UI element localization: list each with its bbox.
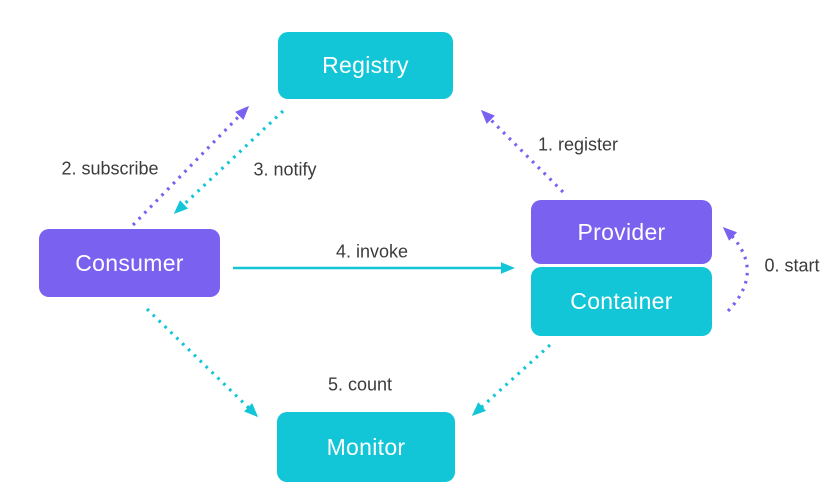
register-arrow xyxy=(480,109,565,194)
edge-label-count: 5. count xyxy=(327,374,393,395)
node-monitor: Monitor xyxy=(277,412,455,482)
node-consumer: Consumer xyxy=(39,229,220,297)
node-provider: Provider xyxy=(531,200,712,264)
node-monitor-label: Monitor xyxy=(326,433,406,460)
edge-label-subscribe: 2. subscribe xyxy=(61,158,159,179)
count-provider-arrow xyxy=(471,343,552,417)
node-consumer-label: Consumer xyxy=(75,249,184,276)
edge-label-start: 0. start xyxy=(764,255,820,276)
node-registry: Registry xyxy=(278,32,453,99)
edge-label-invoke: 4. invoke xyxy=(335,241,409,262)
start-arrow xyxy=(722,226,749,313)
edge-label-register: 1. register xyxy=(537,134,619,155)
node-container: Container xyxy=(531,267,712,336)
node-container-label: Container xyxy=(570,288,673,314)
count-consumer-arrow xyxy=(145,307,259,418)
edge-label-notify: 3. notify xyxy=(253,159,317,180)
node-provider-label: Provider xyxy=(577,218,666,245)
node-registry-label: Registry xyxy=(322,52,409,78)
